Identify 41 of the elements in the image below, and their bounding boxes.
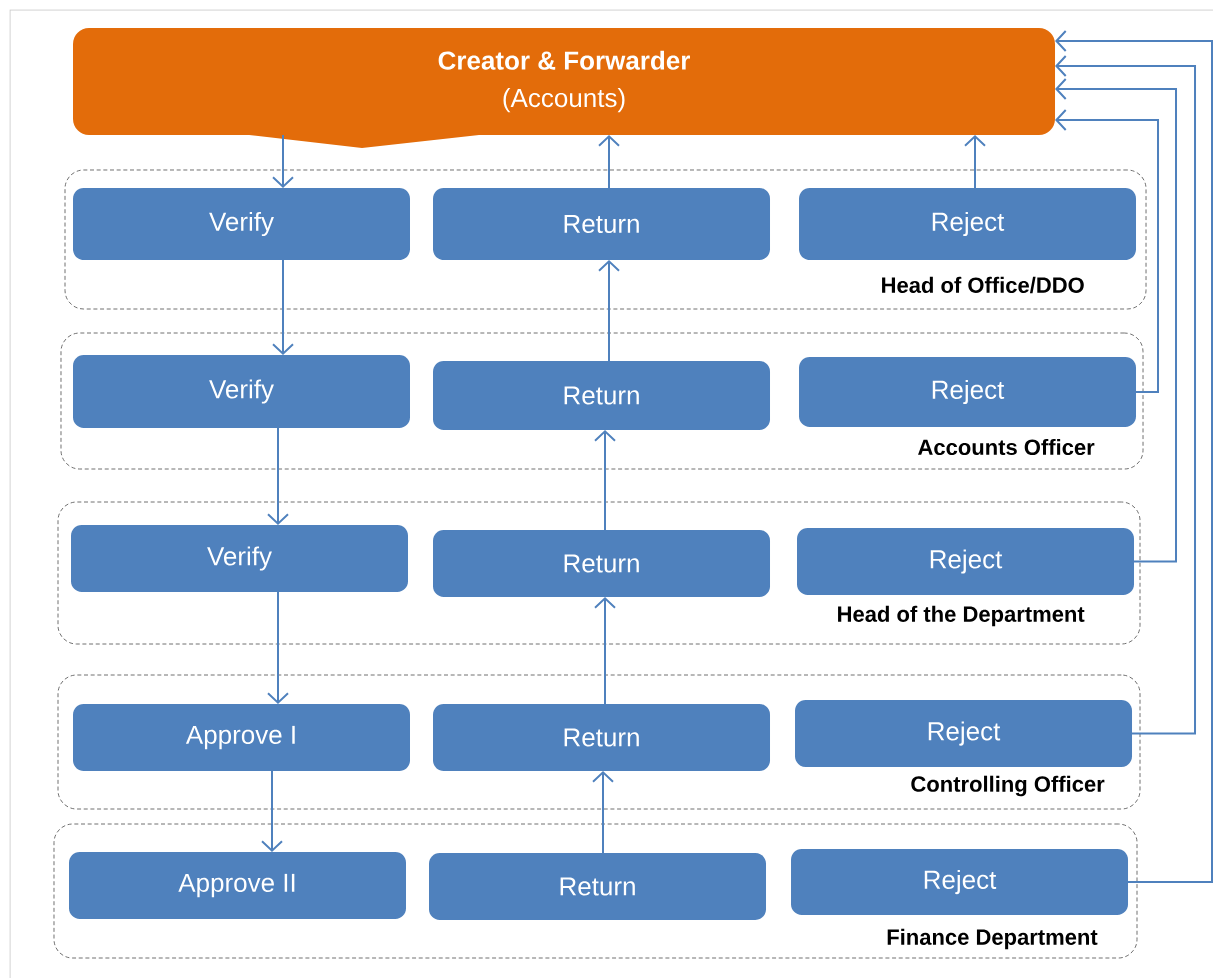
step-box: Verify <box>73 355 410 428</box>
group-panel <box>57 674 1141 810</box>
arrow <box>1055 30 1213 883</box>
step-box: Reject <box>799 188 1136 260</box>
arrow <box>1055 78 1177 563</box>
group-label: Accounts Officer <box>918 438 1095 456</box>
group-label: Head of Office/DDO <box>882 276 1084 294</box>
arrow <box>594 597 616 705</box>
arrow <box>592 771 614 854</box>
arrow <box>267 591 289 704</box>
step-box: Return <box>433 188 770 260</box>
step-box: Return <box>433 704 770 771</box>
step-box: Return <box>433 530 770 597</box>
group-panel <box>57 501 1141 645</box>
group-label: Finance Department <box>887 928 1098 950</box>
group-label: Controlling Officer <box>911 775 1105 797</box>
step-box: Verify <box>71 525 408 592</box>
step-box: Approve I <box>73 704 410 771</box>
arrow <box>272 259 294 355</box>
arrow <box>267 427 289 525</box>
arrow <box>964 135 986 189</box>
step-box: Return <box>433 361 770 430</box>
callout-box: Creator & Forwarder (Accounts) <box>73 28 1055 148</box>
arrow <box>1055 55 1196 735</box>
arrow <box>594 430 616 531</box>
arrow <box>598 260 620 362</box>
step-box: Reject <box>791 849 1128 915</box>
step-box: Return <box>429 853 766 920</box>
arrow <box>272 134 294 188</box>
group-panel <box>53 823 1138 959</box>
step-box: Verify <box>73 188 410 260</box>
arrow <box>1055 109 1159 393</box>
group-label: Head of the Department <box>838 605 1085 627</box>
step-box: Reject <box>797 528 1134 595</box>
group-panel <box>64 169 1147 310</box>
step-box: Reject <box>799 357 1136 427</box>
arrow <box>261 770 283 852</box>
step-box: Approve II <box>69 852 406 919</box>
arrow <box>598 135 620 189</box>
group-panel <box>60 332 1144 470</box>
step-box: Reject <box>795 700 1132 767</box>
